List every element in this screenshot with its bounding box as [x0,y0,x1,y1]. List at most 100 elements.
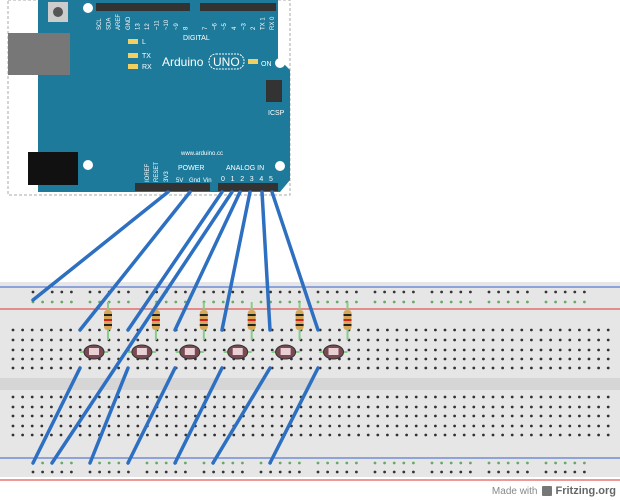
breadboard-hole [434,424,437,428]
breadboard-hole [11,338,15,342]
breadboard-hole [549,414,552,418]
breadboard-hole [395,424,399,428]
on-label: ON [261,61,272,68]
rail-hole [373,470,377,474]
breadboard-hole [520,395,524,399]
rail-hole [316,461,320,465]
breadboard-hole [482,405,485,409]
breadboard-hole [472,405,476,409]
rail-hole [41,470,44,474]
breadboard-hole [453,395,456,399]
breadboard-hole [11,424,15,428]
breadboard-hole [462,328,466,332]
rail-hole [202,461,206,465]
breadboard-hole [357,405,360,409]
rail-hole [506,290,510,294]
breadboard-hole [280,405,284,409]
rail-hole [583,290,586,294]
breadboard-hole [69,424,72,428]
breadboard-hole [107,366,111,370]
rail-hole [164,300,168,304]
rail-hole [278,461,282,465]
breadboard-hole [40,405,44,409]
breadboard-hole [69,395,72,399]
rail-hole [221,470,225,474]
led-icon [128,64,138,69]
breadboard-hole [376,424,380,428]
rail-hole [88,290,92,294]
breadboard-hole [59,433,63,437]
breadboard-hole [309,405,312,409]
breadboard-hole [69,405,72,409]
breadboard-hole [59,395,63,399]
breadboard-hole [606,366,610,370]
breadboard-hole [443,433,447,437]
breadboard-hole [376,414,380,418]
breadboard-hole [299,424,303,428]
breadboard-hole [491,366,495,370]
rail-hole [107,461,111,465]
rail-hole [449,290,453,294]
breadboard-hole [117,424,120,428]
breadboard-hole [578,348,581,352]
breadboard-hole [578,366,581,370]
breadboard-hole [30,424,34,428]
rail-hole [554,461,557,465]
breadboard-hole [597,338,600,342]
breadboard-hole [424,348,428,352]
breadboard-hole [40,433,44,437]
breadboard-hole [69,328,72,332]
breadboard-hole [578,433,581,437]
breadboard-hole [520,366,524,370]
breadboard-hole [98,405,101,409]
rail-hole [392,470,396,474]
breadboard-hole [213,424,217,428]
icsp-label: ICSP [268,110,285,117]
rail-hole [298,461,301,465]
rail-hole [98,290,101,294]
rail-hole [345,461,349,465]
rail-hole [126,300,130,304]
breadboard-hole [549,395,552,399]
breadboard-hole [155,366,159,370]
rail-hole [497,290,500,294]
jumper-wire [268,366,320,465]
resistor-band [104,314,112,316]
breadboard-hole [568,357,572,361]
breadboard-hole [146,338,149,342]
board-outline [7,0,291,196]
breadboard-hole [59,348,63,352]
digital-pin-label: ~5 [222,22,228,30]
breadboard-hole [11,366,15,370]
rail-hole [440,300,443,304]
breadboard-hole [424,357,428,361]
breadboard-hole [405,414,408,418]
rail-hole [469,290,472,294]
breadboard-hole [520,338,524,342]
breadboard-hole [424,328,428,332]
breadboard-hole [578,405,581,409]
breadboard-hole [491,328,495,332]
rail-hole [335,290,339,294]
breadboard-hole [549,348,552,352]
breadboard-hole [472,414,476,418]
breadboard-hole [472,357,476,361]
breadboard-hole [606,328,610,332]
breadboard-hole [270,395,274,399]
breadboard-hole [366,405,370,409]
breadboard-hole [347,348,351,352]
breadboard-hole [597,433,600,437]
breadboard-hole [78,348,82,352]
breadboard-hole [472,366,476,370]
breadboard-hole [472,348,476,352]
jumper-wire [173,366,224,465]
breadboard-hole [203,357,207,361]
breadboard-hole [107,348,111,352]
breadboard-hole [405,433,408,437]
breadboard-hole [98,424,101,428]
rail-hole [326,470,329,474]
breadboard-hole [520,328,524,332]
breadboard-hole [472,328,476,332]
breadboard-hole [386,348,389,352]
breadboard-hole [386,405,389,409]
